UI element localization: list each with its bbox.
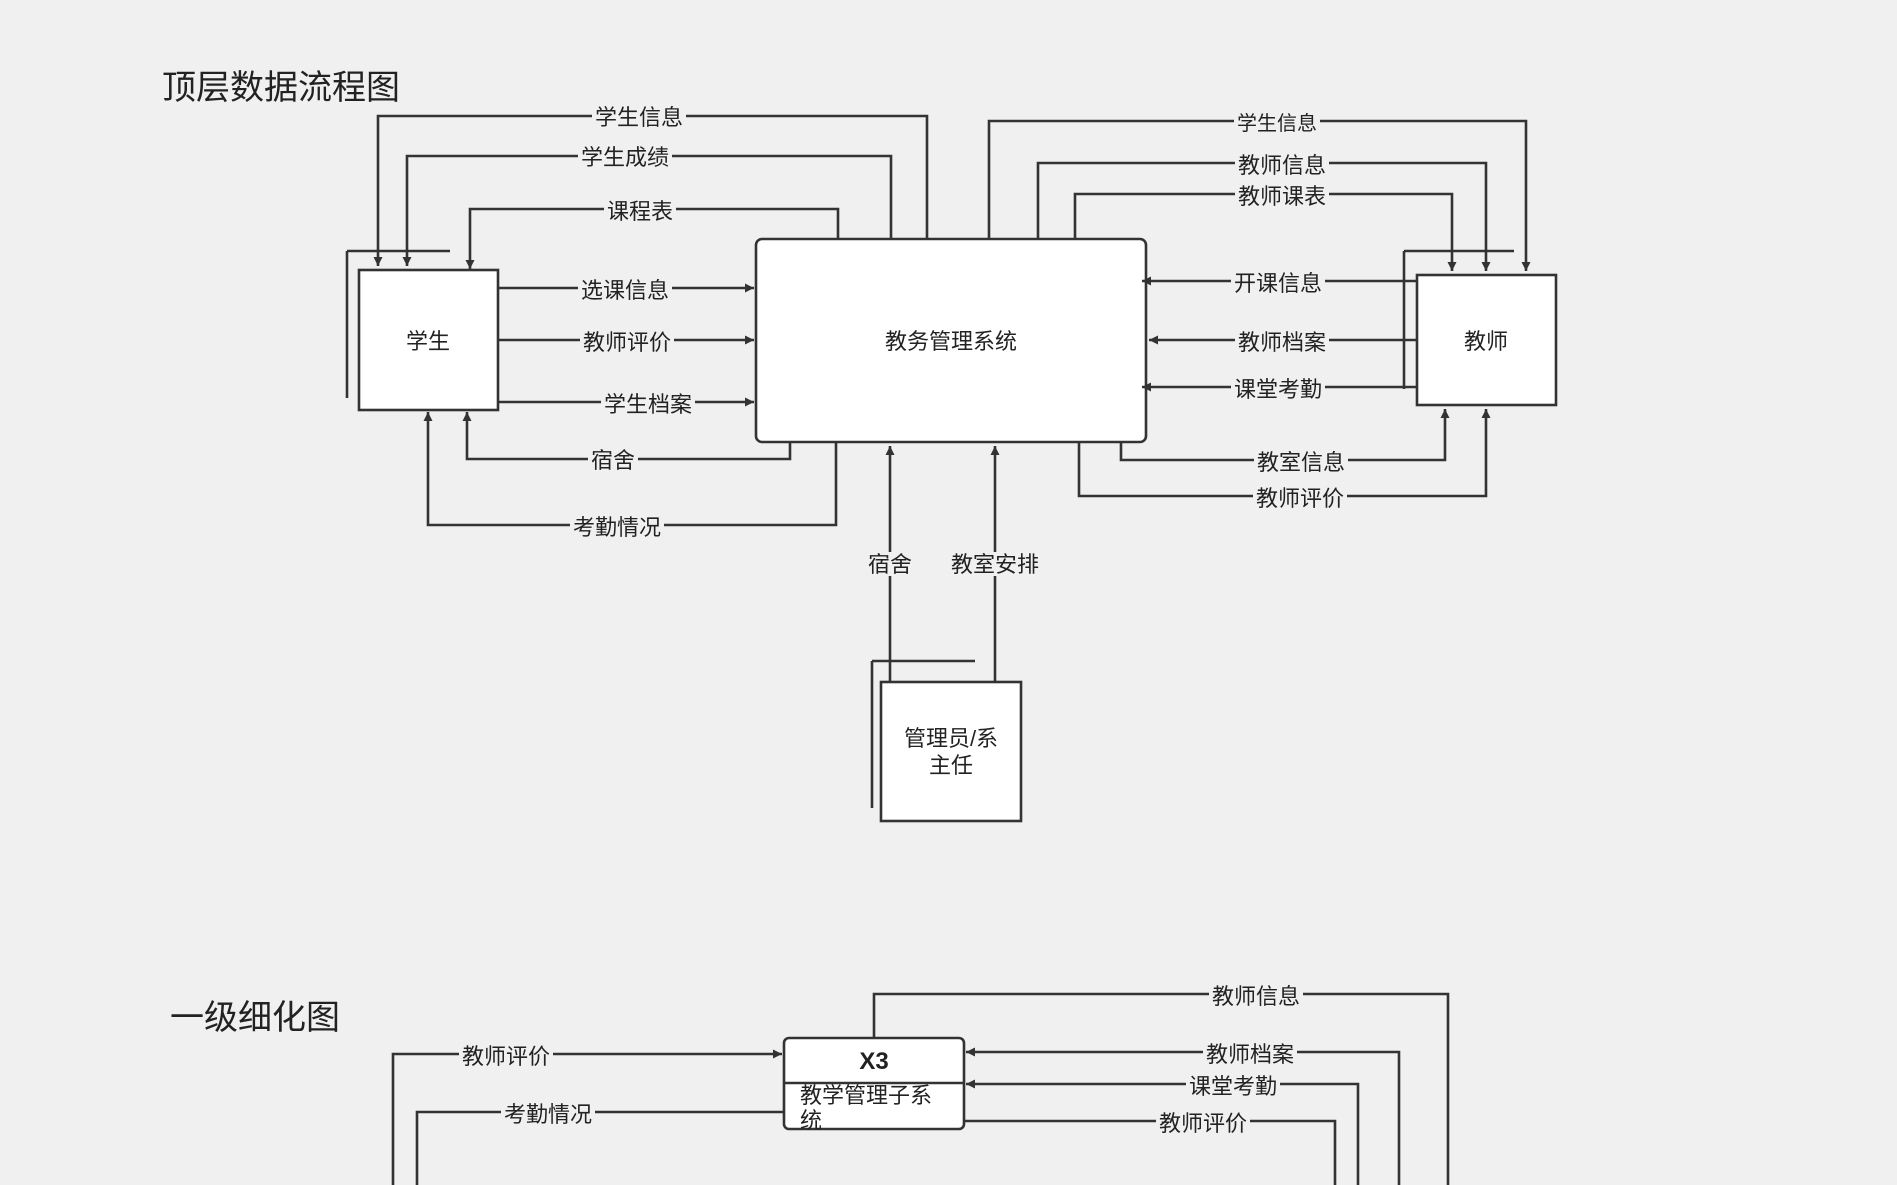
flow-a-dorm: 宿舍 [865, 446, 915, 682]
node-student-label: 学生 [406, 329, 450, 354]
flow-student-file: 学生档案 [498, 391, 754, 417]
flow-t-teacher-eval: 教师评价 [1077, 409, 1491, 511]
title-top-level: 顶层数据流程图 [162, 69, 400, 107]
flow-l1-teacher-eval-left: 教师评价 [391, 1043, 782, 1185]
flow-label: 教师评价 [1256, 486, 1344, 511]
node-x3-id: X3 [859, 1048, 888, 1075]
flow-student-grades: 学生成绩 [402, 145, 893, 266]
flow-label: 学生信息 [595, 105, 683, 130]
flow-label: 教师评价 [583, 330, 671, 355]
flow-l1-attendance-left: 考勤情况 [415, 1101, 784, 1185]
flow-label: 课堂考勤 [1189, 1074, 1277, 1099]
node-admin-label-1: 管理员/系 [904, 726, 998, 751]
flow-attendance: 考勤情况 [423, 412, 838, 540]
flow-l1-teacher-file: 教师档案 [966, 1041, 1401, 1185]
flow-t-class-attendance: 课堂考勤 [1142, 376, 1417, 402]
flow-label: 学生成绩 [581, 145, 669, 170]
flow-l1-class-attendance: 课堂考勤 [966, 1073, 1360, 1185]
flow-dorm: 宿舍 [462, 412, 792, 473]
flow-t-course-open: 开课信息 [1142, 270, 1417, 296]
node-system-label: 教务管理系统 [885, 329, 1017, 354]
flow-t-teacher-file: 教师档案 [1149, 329, 1417, 355]
flow-label: 宿舍 [868, 552, 912, 577]
flow-label: 选课信息 [581, 278, 669, 303]
node-teacher-label: 教师 [1464, 329, 1508, 354]
flow-label: 教师档案 [1238, 330, 1326, 355]
flow-label: 教师信息 [1212, 984, 1300, 1009]
node-teacher[interactable]: 教师 [1402, 249, 1558, 407]
flow-a-classroom: 教室安排 [948, 446, 1042, 682]
flow-t-classroom-info: 教室信息 [1119, 409, 1450, 475]
flow-label: 学生信息 [1237, 112, 1317, 135]
flow-label: 考勤情况 [573, 515, 661, 540]
flow-label: 教室安排 [951, 552, 1039, 577]
node-system[interactable]: 教务管理系统 [754, 237, 1148, 444]
flow-l1-teacher-eval-right: 教师评价 [964, 1110, 1337, 1185]
flow-label: 宿舍 [591, 448, 635, 473]
flow-t-teacher-info: 教师信息 [1036, 152, 1491, 271]
flow-t-student-info: 学生信息 [987, 111, 1531, 271]
flow-label: 教师评价 [1159, 1111, 1247, 1136]
node-student[interactable]: 学生 [345, 249, 500, 412]
flow-label: 教室信息 [1257, 450, 1345, 475]
node-admin[interactable]: 管理员/系 主任 [870, 659, 1023, 823]
flow-label: 考勤情况 [504, 1102, 592, 1127]
node-x3-label-1: 教学管理子系 [800, 1083, 932, 1108]
title-level-one: 一级细化图 [170, 999, 340, 1037]
flow-label: 开课信息 [1234, 271, 1322, 296]
flow-schedule: 课程表 [465, 198, 840, 269]
node-admin-label-2: 主任 [929, 753, 973, 778]
flow-label: 教师评价 [462, 1044, 550, 1069]
node-x3-subsystem[interactable]: X3 教学管理子系 统 [782, 1036, 966, 1133]
flow-label: 教师信息 [1238, 153, 1326, 178]
flow-l1-teacher-info: 教师信息 [872, 983, 1450, 1185]
flow-t-teacher-schedule: 教师课表 [1073, 183, 1457, 271]
node-x3-label-2: 统 [800, 1108, 822, 1133]
flow-label: 学生档案 [604, 392, 692, 417]
flow-label: 课堂考勤 [1234, 377, 1322, 402]
flow-student-info: 学生信息 [373, 105, 929, 266]
flow-label: 课程表 [607, 199, 673, 224]
flow-course-select: 选课信息 [498, 277, 754, 303]
flow-label: 教师档案 [1206, 1042, 1294, 1067]
flow-teacher-eval: 教师评价 [498, 329, 754, 355]
flow-label: 教师课表 [1238, 184, 1326, 209]
